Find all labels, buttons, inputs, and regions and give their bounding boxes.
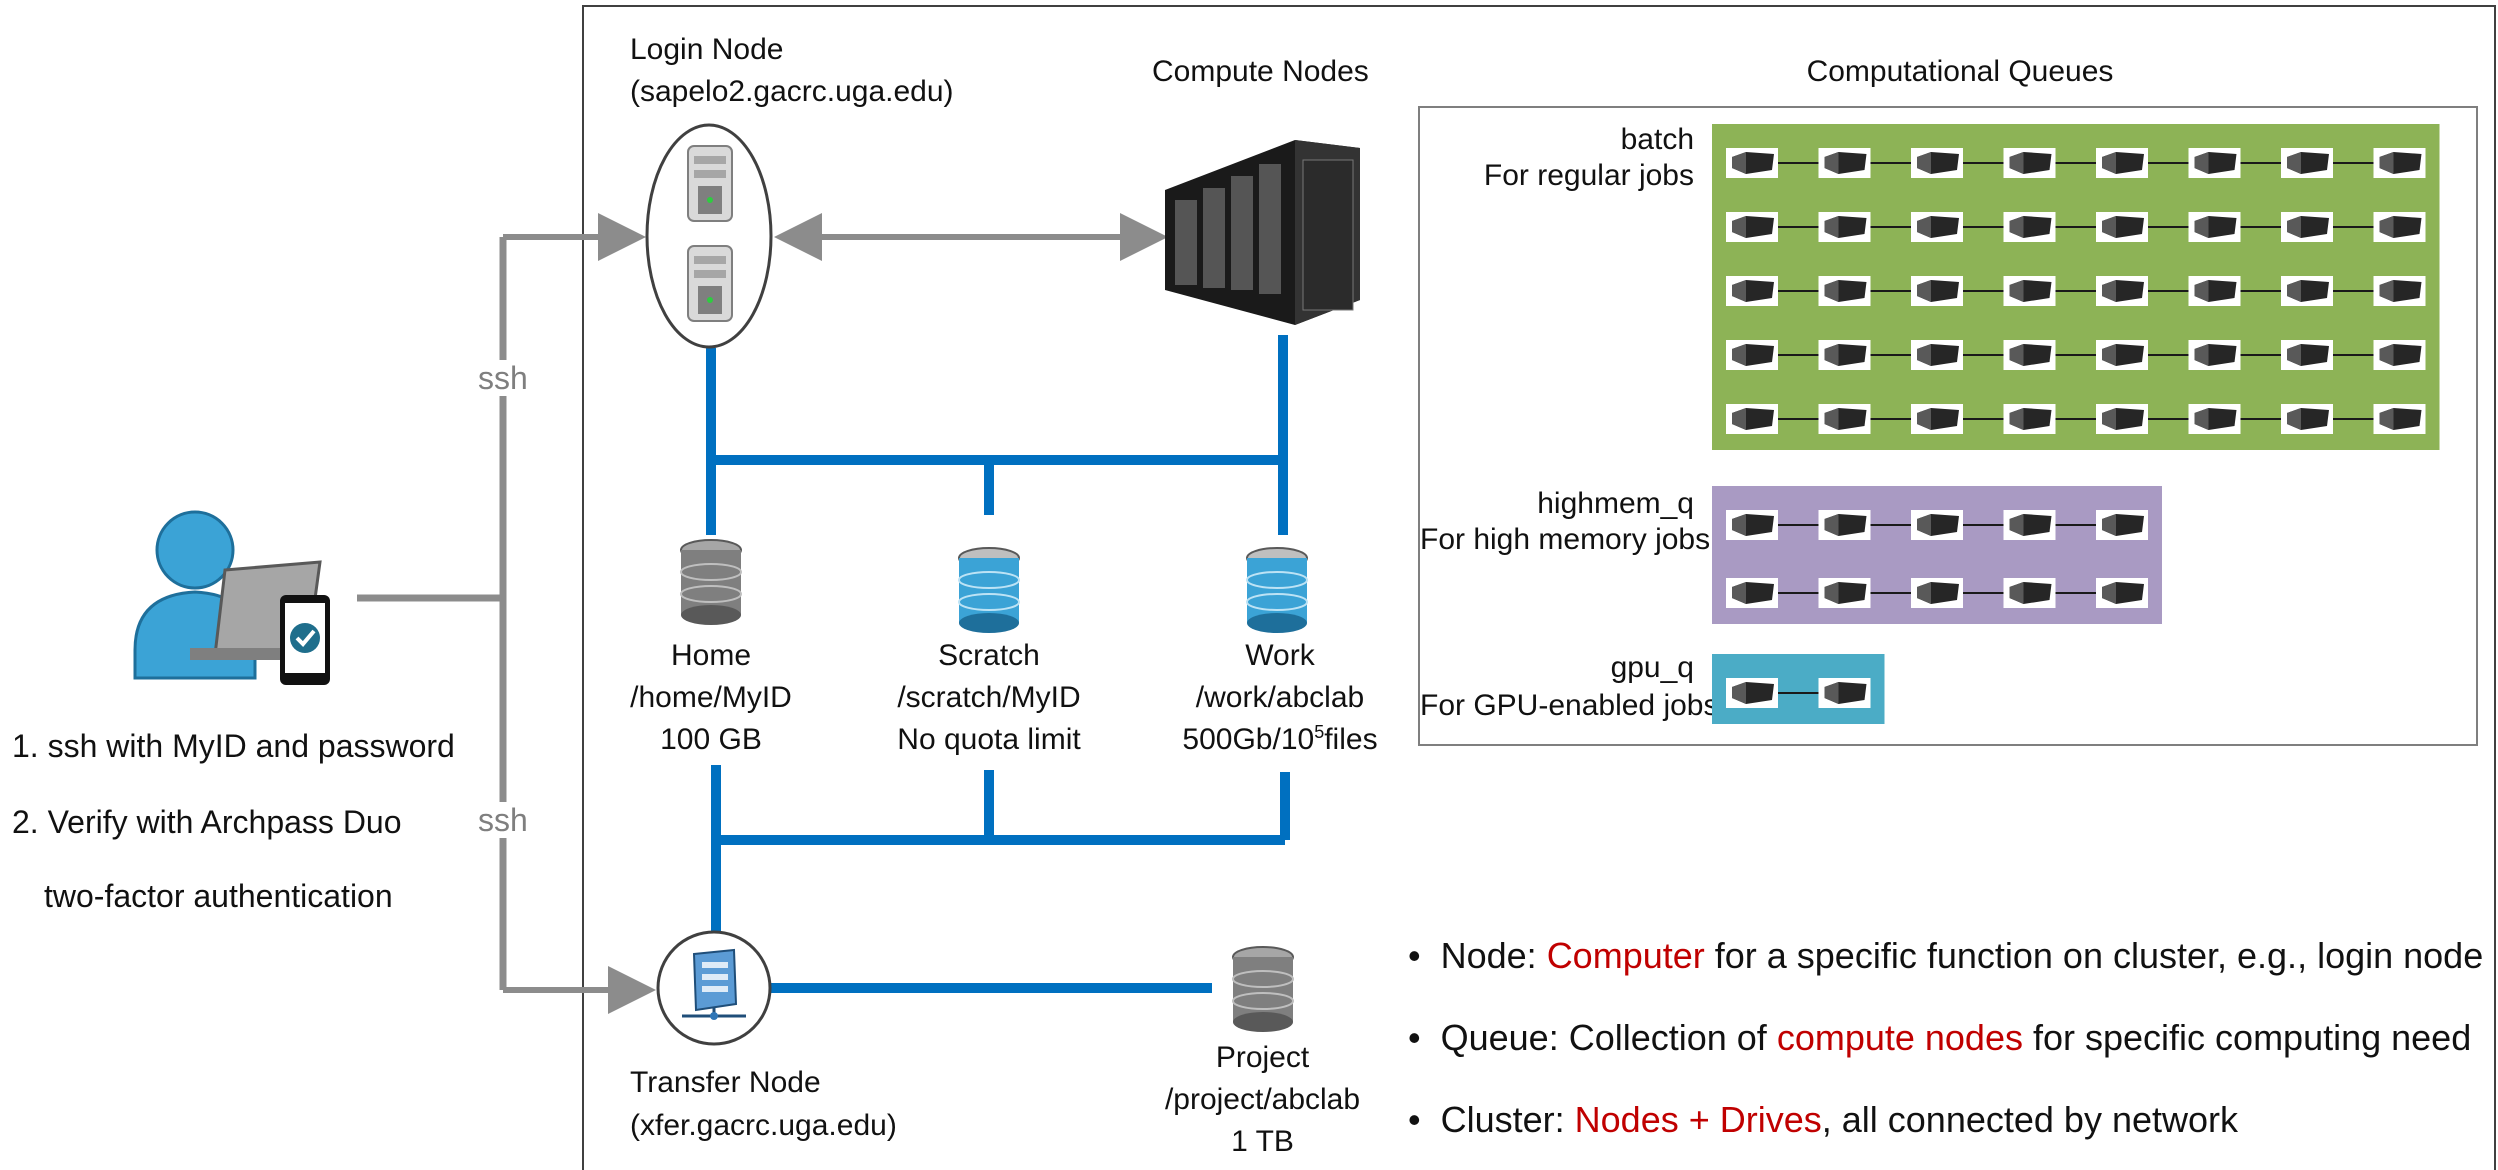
gpu-queue-name: gpu_q: [1610, 651, 1694, 684]
highmem-queue-name: highmem_q: [1537, 487, 1694, 520]
batch-queue-desc: For regular jobs: [1483, 159, 1694, 192]
work-quota: 500Gb/105files: [1182, 722, 1378, 756]
login-node-host: (sapelo2.gacrc.uga.edu): [630, 75, 954, 108]
ssh-label-transfer: ssh: [478, 802, 528, 838]
login-node-title: Login Node: [630, 33, 784, 66]
network-lines: [706, 335, 1290, 993]
batch-queue-name: batch: [1620, 123, 1694, 156]
work-path: /work/abclab: [1195, 681, 1365, 714]
project-database-icon: [1232, 946, 1294, 1032]
highmem-queue-desc: For high memory jobs: [1420, 523, 1711, 556]
user-with-laptop-icon: [133, 510, 330, 685]
login-node-ellipse: [645, 123, 773, 349]
work-database-icon: [1246, 547, 1308, 633]
definition-queue: • Queue: Collection of compute nodes for…: [1408, 1017, 2472, 1058]
transfer-node-host: (xfer.gacrc.uga.edu): [630, 1109, 897, 1142]
scratch-database-icon: [958, 547, 1020, 633]
cluster-frame: [582, 5, 2496, 1170]
project-name: Project: [1215, 1041, 1310, 1074]
scratch-path: /scratch/MyID: [897, 681, 1081, 714]
gpu-queue-desc: For GPU-enabled jobs: [1420, 689, 1719, 722]
home-name: Home: [670, 639, 752, 672]
transfer-server-icon: [682, 948, 746, 1020]
ssh-label-login: ssh: [478, 360, 528, 396]
definition-node: • Node: Computer for a specific function…: [1408, 935, 2484, 976]
scratch-quota: No quota limit: [897, 723, 1081, 756]
server-tower-icon: [687, 145, 733, 322]
step-1: 1. ssh with MyID and password: [12, 728, 455, 764]
definition-cluster: • Cluster: Nodes + Drives, all connected…: [1408, 1099, 2238, 1140]
transfer-node-title: Transfer Node: [630, 1066, 821, 1099]
home-database-icon: [680, 539, 742, 625]
step-2-continued: two-factor authentication: [44, 878, 393, 914]
work-name: Work: [1245, 639, 1315, 672]
home-quota: 100 GB: [660, 723, 762, 756]
home-path: /home/MyID: [630, 681, 792, 714]
scratch-name: Scratch: [938, 639, 1040, 672]
project-path: /project/abclab: [1164, 1083, 1361, 1116]
queues-title: Computational Queues: [1806, 55, 2114, 88]
server-rack-icon: [1165, 140, 1360, 325]
ssh-connections: [357, 213, 1168, 1014]
compute-nodes-title: Compute Nodes: [1152, 55, 1369, 88]
queues-panel: [1418, 106, 2478, 746]
step-2: 2. Verify with Archpass Duo: [12, 804, 402, 840]
project-quota: 1 TB: [1231, 1125, 1294, 1158]
